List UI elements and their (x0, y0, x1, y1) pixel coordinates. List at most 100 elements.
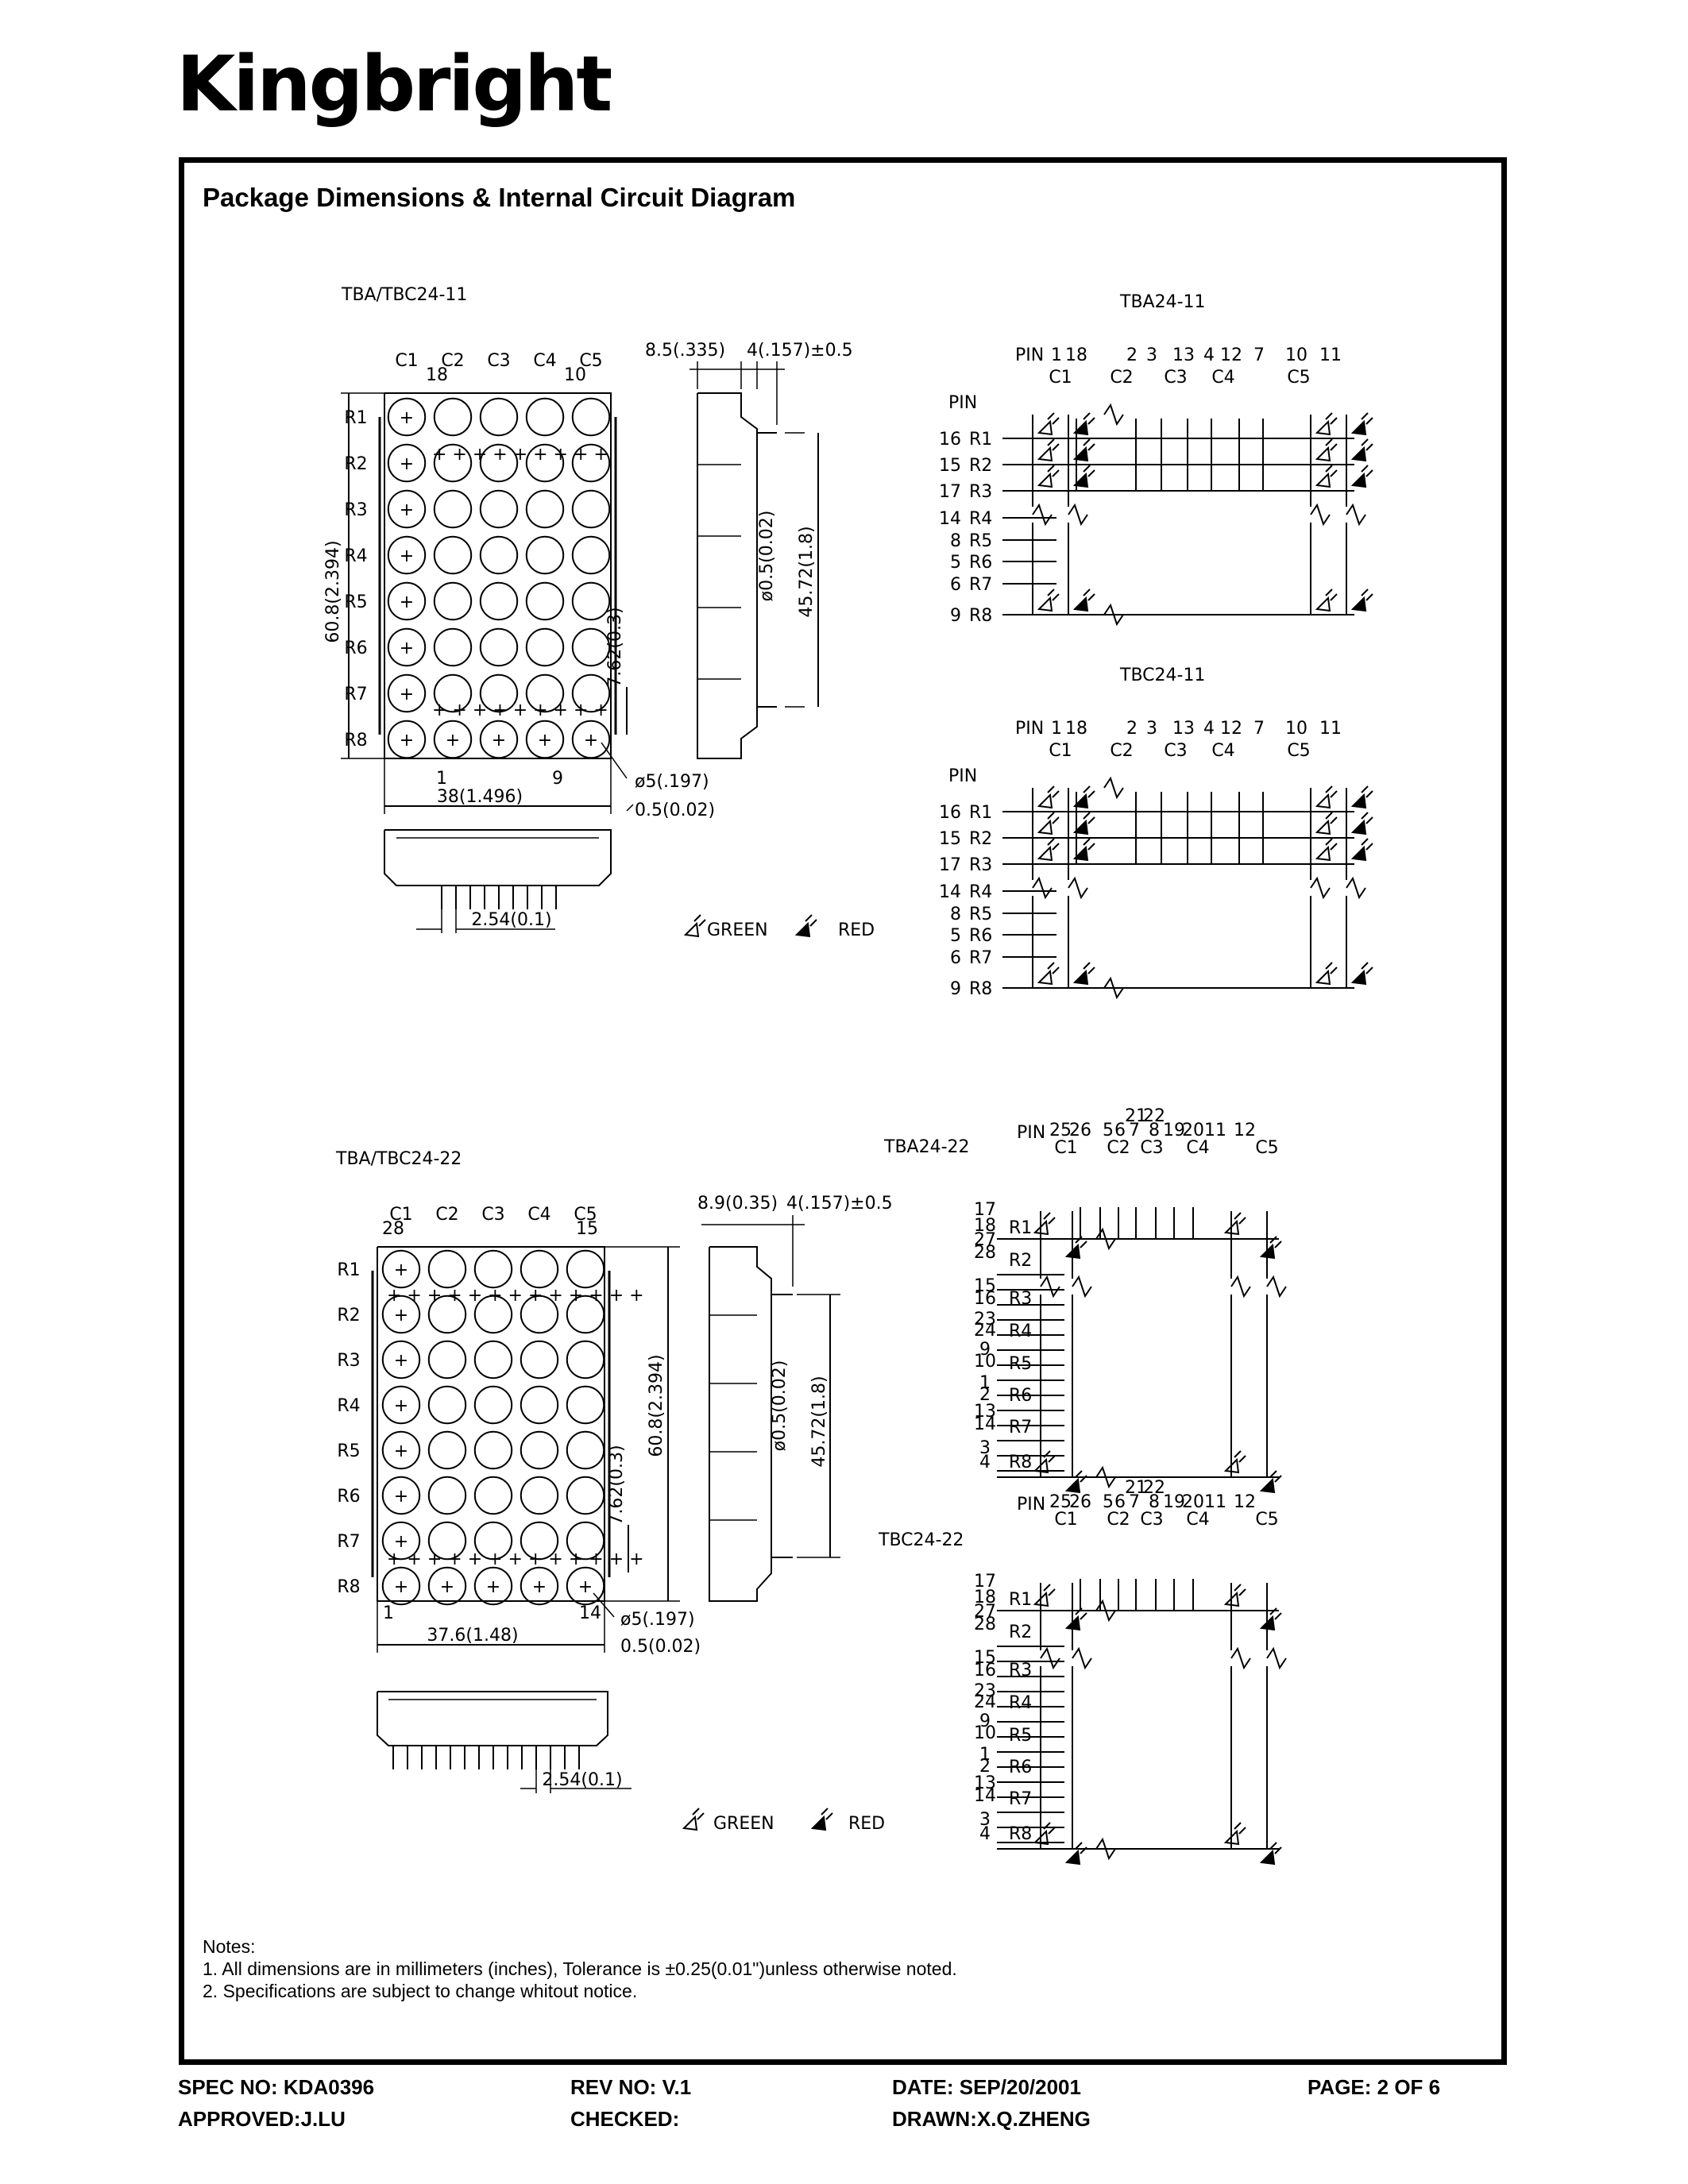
row-pin-number: 17 (939, 482, 961, 502)
pin-length-dimension: 4(.157)±0.5 (786, 1194, 893, 1214)
led-emission-line (1052, 843, 1060, 851)
pin-number: 14 (579, 1603, 601, 1623)
red-led-symbol (1072, 969, 1089, 986)
column-pin-number: 7 (1253, 719, 1265, 739)
column-label: C5 (574, 1205, 597, 1225)
column-label: C4 (1211, 741, 1234, 761)
led-circle (381, 1476, 421, 1515)
legend-green: GREEN (707, 920, 768, 940)
green-led-symbol (1037, 969, 1053, 986)
row-label: R1 (344, 408, 367, 428)
led-emission-line (1075, 1470, 1083, 1478)
led-emission-line (697, 1812, 705, 1820)
led-emission-line (1052, 469, 1060, 477)
red-led-symbol (1064, 1477, 1081, 1494)
column-label: C5 (1255, 1138, 1278, 1158)
column-pin-number: 7 (1129, 1121, 1140, 1140)
column-pin-number: 12 (1234, 1121, 1256, 1140)
column-label: C3 (1140, 1138, 1163, 1158)
row-pin-number: 4 (979, 1824, 991, 1844)
pin-heading: PIN (1015, 719, 1044, 739)
column-pin-number: 2 (1126, 345, 1138, 365)
red-led-symbol (1072, 596, 1089, 612)
led-emission-line (1087, 816, 1095, 824)
column-label: C2 (1110, 368, 1133, 388)
led-circle (520, 1566, 559, 1606)
row-label: R4 (337, 1396, 360, 1416)
note-item: 2. Specifications are subject to change … (203, 1981, 638, 2001)
spec-number: SPEC NO: KDA0396 (178, 2075, 375, 2099)
led-circle (473, 1385, 513, 1425)
column-label: C4 (1186, 1510, 1209, 1530)
led-circle (525, 673, 565, 713)
pin-number: 1 (436, 769, 447, 789)
pin-heading: PIN (948, 393, 977, 413)
green-led-symbol (1033, 1219, 1049, 1236)
led-emission-line (1083, 962, 1091, 970)
led-circle (473, 1430, 513, 1470)
column-pin-number: 13 (1172, 719, 1195, 739)
diameter-dimension: ø5(.197) (635, 772, 709, 792)
column-label: C5 (1287, 368, 1310, 388)
red-led-symbol (1350, 596, 1367, 612)
led-circle (566, 1476, 605, 1515)
led-emission-line (1274, 1475, 1282, 1483)
led-circle (427, 1521, 467, 1561)
column-label: C4 (1211, 368, 1234, 388)
plus-mark: + (486, 1577, 500, 1597)
led-circle (520, 1476, 559, 1515)
column-pin-number: 4 (1203, 719, 1215, 739)
plus-mark: + (400, 454, 414, 474)
wire-break (1040, 1275, 1060, 1298)
row-label: R6 (337, 1487, 360, 1507)
led-emission-line (1365, 443, 1373, 451)
column-pin-number: 1 (1051, 719, 1062, 739)
led-circle (520, 1521, 559, 1561)
led-emission-line (693, 914, 701, 922)
column-label: C5 (1287, 741, 1310, 761)
row-pin-number: 18 (974, 1588, 996, 1607)
green-led-symbol (1033, 1457, 1049, 1474)
row-label: R3 (969, 855, 992, 875)
notes-heading: Notes: (203, 1936, 256, 1957)
led-emission-line (1325, 438, 1333, 446)
green-led-symbol (1037, 845, 1053, 862)
led-emission-line (1234, 1822, 1242, 1830)
plus-mark: + (400, 639, 414, 658)
red-led-symbol (1072, 419, 1089, 436)
led-circle (566, 1430, 605, 1470)
led-emission-line (1048, 1827, 1056, 1835)
column-pin-number: 20 (1182, 1121, 1204, 1140)
column-pin-number: 25 (1049, 1121, 1072, 1140)
side-view-outline (697, 392, 758, 759)
circuit-label: TBC24-22 (878, 1530, 964, 1550)
width-dimension: 37.6(1.48) (427, 1626, 518, 1646)
column-pin-number: 10 (1285, 345, 1308, 365)
led-emission-line (1047, 412, 1055, 420)
wire-break (1103, 976, 1124, 1000)
wire-break (1095, 1837, 1116, 1861)
led-emission-line (1043, 1584, 1051, 1592)
led-emission-line (1048, 1588, 1056, 1596)
wire-break (1346, 876, 1366, 900)
pin-number: 18 (426, 365, 448, 385)
column-pin-number: 7 (1253, 345, 1265, 365)
depth-dimension: 8.5(.335) (645, 341, 725, 361)
red-led-symbol (1072, 819, 1089, 835)
led-emission-line (1080, 1846, 1087, 1854)
row-label: R4 (344, 546, 367, 566)
leader-line (593, 1592, 615, 1618)
led-circle (381, 1249, 421, 1289)
led-emission-line (692, 1808, 700, 1815)
row-pin-number: 6 (950, 575, 961, 595)
plus-mark: + (394, 1532, 408, 1552)
red-led-symbol (1350, 845, 1367, 862)
bottom-view-outline (377, 1691, 608, 1746)
column-label: C1 (395, 351, 418, 371)
row-label: R7 (1009, 1789, 1032, 1809)
row-label: R2 (969, 456, 992, 476)
led-emission-line (1234, 1450, 1242, 1458)
red-led-symbol (1350, 793, 1367, 809)
led-circle (571, 673, 611, 713)
led-circle (387, 397, 427, 437)
